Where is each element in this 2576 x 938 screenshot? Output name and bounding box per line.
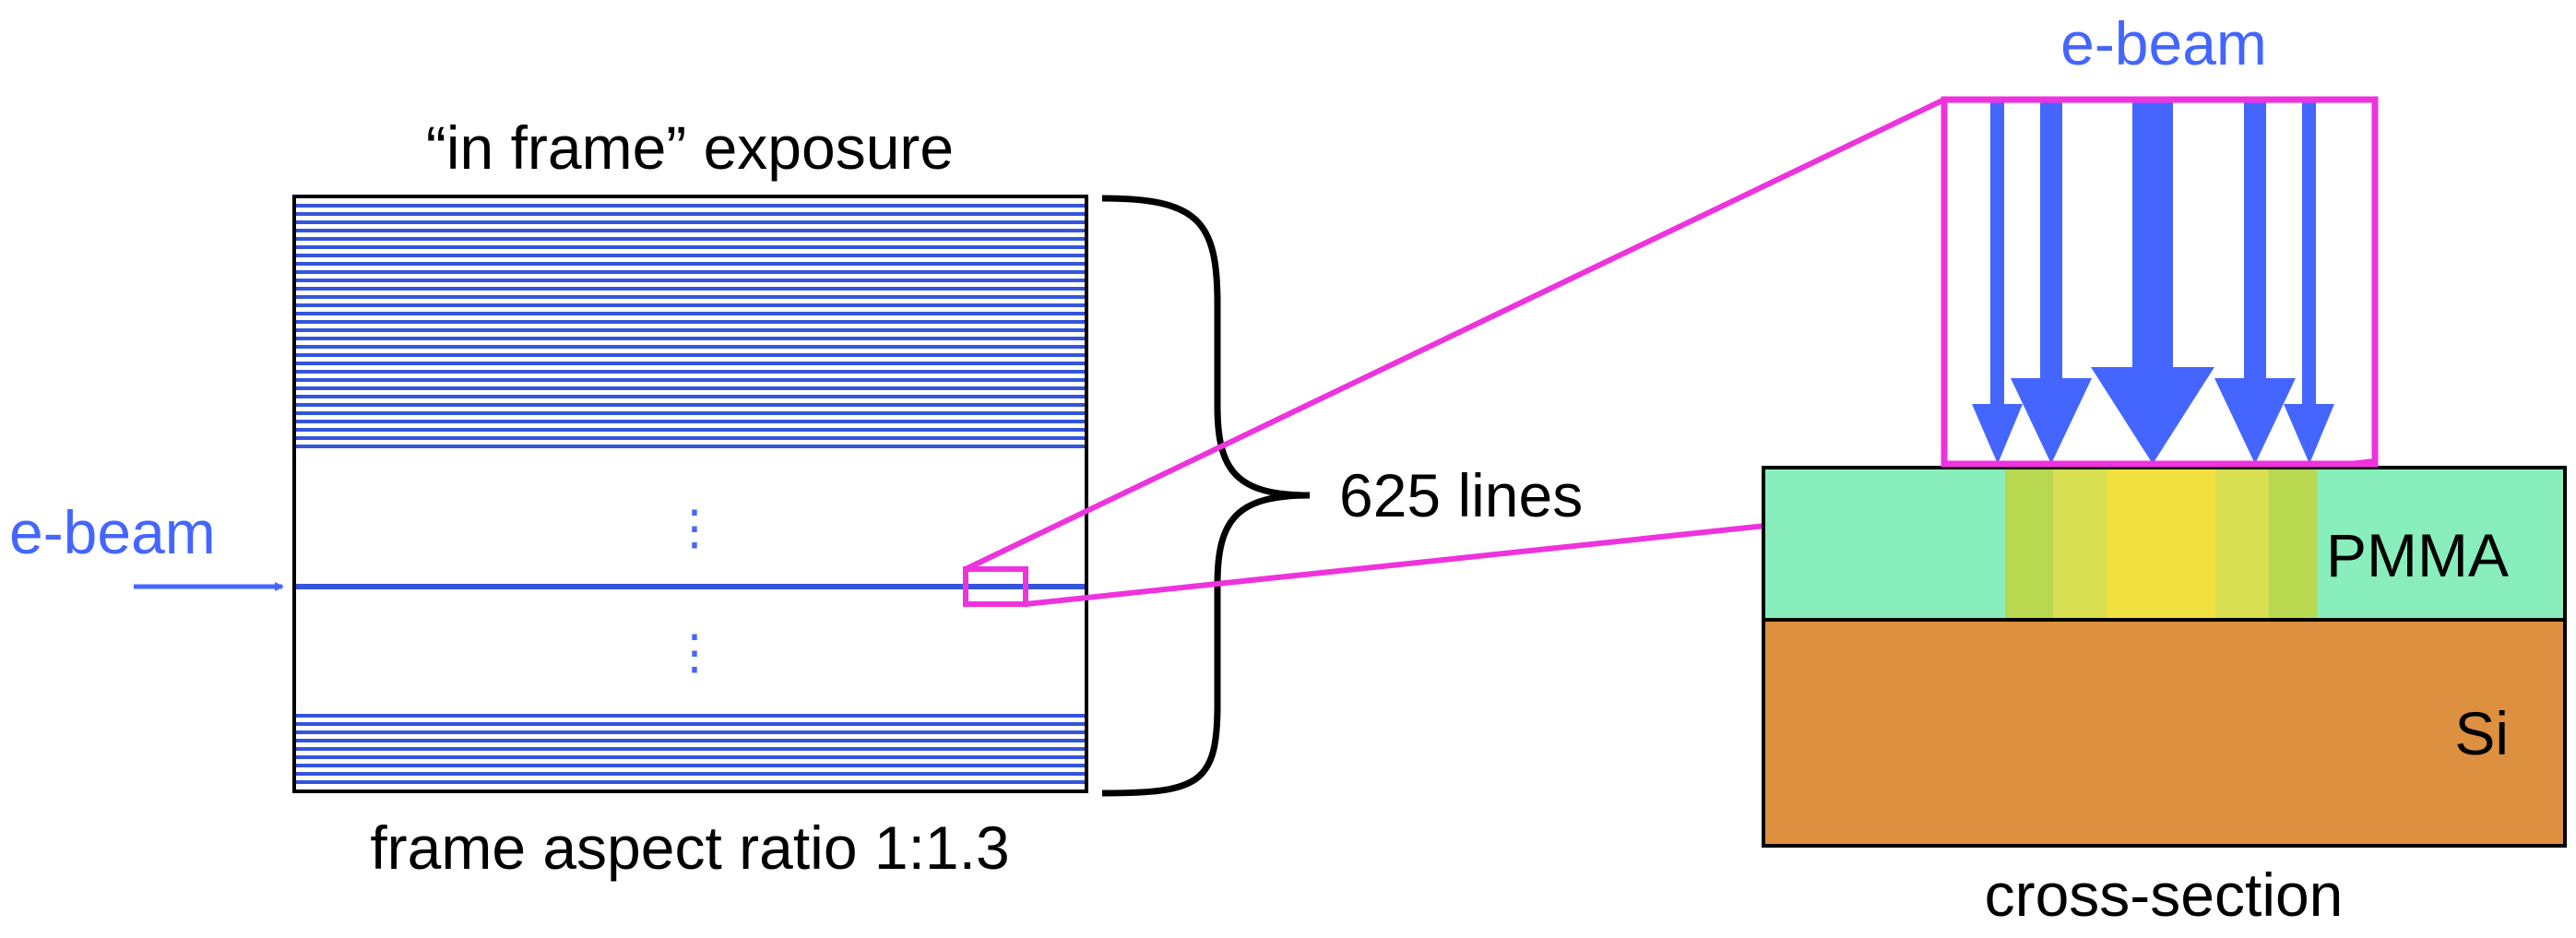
pmma-label: PMMA [2326,521,2509,589]
exposure-outer-right [2269,469,2317,618]
frame-title: “in frame” exposure [426,113,954,182]
frame-border [292,195,1088,793]
si-substrate [1762,618,2567,848]
exposure-mid-right [2215,469,2269,618]
scan-lines-top-block [296,204,1085,448]
exposure-profile [2005,469,2317,618]
beam-arrow-shaft-3 [2132,100,2173,376]
zoom-target-box [1941,96,2379,468]
beam-arrow-head-5 [2284,404,2334,464]
ellipsis-top: ⋮ [671,502,718,555]
frame-caption: frame aspect ratio 1:1.3 [370,813,1009,882]
beam-arrow-shaft-4 [2244,100,2266,381]
cross-section-caption: cross-section [1985,861,2344,929]
zoom-line-upper [964,97,1946,572]
beam-arrow-head-4 [2214,378,2296,464]
beam-arrow-shaft-1 [1990,100,2004,409]
line-count-label: 625 lines [1339,461,1583,529]
beam-arrow-shaft-5 [2302,100,2316,409]
beam-arrow-head-2 [2011,378,2092,464]
beam-arrow-head-3 [2091,367,2214,464]
si-label: Si [2454,699,2509,767]
beam-arrow-head-1 [1972,404,2023,464]
exposure-mid-left [2053,469,2107,618]
ellipsis-bottom: ⋮ [671,626,718,680]
beam-arrow-shaft-2 [2040,100,2062,381]
zoom-source-box [963,566,1028,607]
left-e-beam-label: e-beam [9,498,216,566]
exposure-center [2107,469,2215,618]
exposure-outer-left [2005,469,2053,618]
curly-brace [1101,195,1311,797]
beam-arrow-bundle [1972,100,2334,464]
right-e-beam-label: e-beam [2060,9,2267,77]
scan-frame [292,195,1088,793]
scan-lines-bottom-block [296,714,1085,784]
